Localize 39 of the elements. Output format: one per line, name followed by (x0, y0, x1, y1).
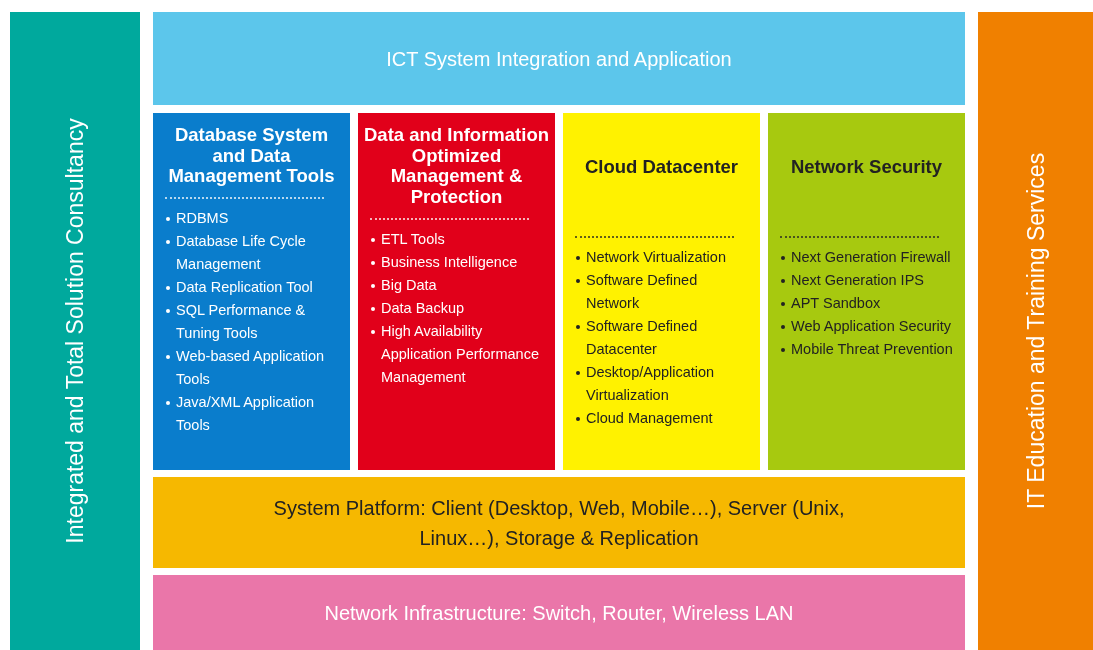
layer-title: Network Infrastructure: Switch, Router, Wireless LAN (323, 600, 795, 626)
list-item: High Availability Application Performance Management (370, 319, 547, 389)
layer-title: System Platform: Client (Desktop, Web, Mobile…), Server (Unix, Linux…), Storage & Replication (272, 495, 846, 551)
category-panel (563, 113, 760, 470)
panel-heading: Database System and Data Management Tools (167, 125, 336, 188)
list-item: Desktop/Application Virtualization (575, 360, 752, 407)
layer-band (153, 575, 965, 650)
list-item: Software Defined Network (575, 268, 752, 315)
list-item: Database Life Cycle Management (165, 230, 342, 277)
list-item: Next Generation Firewall (780, 245, 957, 269)
list-item: Data Replication Tool (165, 276, 342, 300)
list-item: Java/XML Application Tools (165, 391, 342, 438)
list-item: Business Intelligence (370, 250, 547, 274)
panel-heading: Data and Information Optimized Management & Protection (364, 125, 549, 208)
list-item: Web Application Security (780, 314, 957, 338)
layer-title: ICT System Integration and Application (385, 46, 733, 72)
list-item: Next Generation IPS (780, 268, 957, 292)
list-item: Mobile Threat Prevention (780, 337, 957, 361)
panel-title: Integrated and Total Solution Consultancy (61, 118, 89, 544)
category-panel (153, 113, 350, 470)
category-panel (358, 113, 555, 470)
layer-band (153, 477, 965, 568)
list-item: Data Backup (370, 296, 547, 320)
list-item: SQL Performance & Tuning Tools (165, 299, 342, 346)
list-item: Big Data (370, 273, 547, 297)
panel-heading: Cloud Datacenter (583, 157, 740, 178)
category-panel (768, 113, 965, 470)
list-item: Software Defined Datacenter (575, 314, 752, 361)
list-item: Network Virtualization (575, 245, 752, 269)
list-item: ETL Tools (370, 227, 547, 251)
layer-band (153, 12, 965, 105)
panel-title: IT Education and Training Services (1022, 152, 1049, 510)
list-item: Cloud Management (575, 406, 752, 430)
list-item: Web-based Application Tools (165, 345, 342, 392)
side-panel (978, 12, 1093, 650)
list-item: APT Sandbox (780, 291, 957, 315)
side-panel (10, 12, 140, 650)
panel-heading: Network Security (789, 157, 944, 178)
list-item: RDBMS (165, 207, 342, 231)
